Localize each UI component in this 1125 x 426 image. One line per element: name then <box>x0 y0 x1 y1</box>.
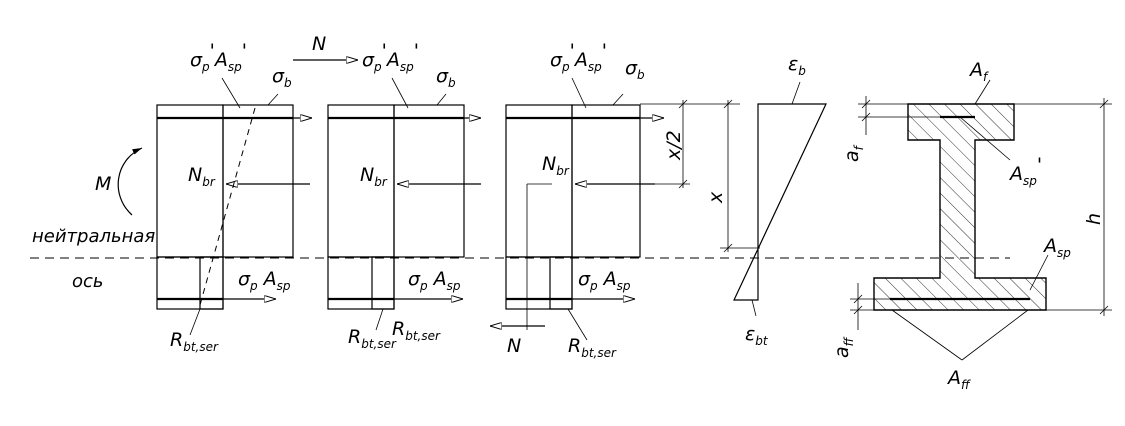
diagram-label: Asp' <box>1008 154 1042 188</box>
diagram-label: x/2 <box>663 130 685 161</box>
i-beam-outline <box>873 103 1047 311</box>
diagram-label: σp'Asp' <box>362 40 419 74</box>
tension-stress-block-3 <box>549 256 573 310</box>
moment-arrow <box>117 147 143 216</box>
diagram-label: εbt <box>745 323 769 348</box>
diagram-label: N <box>312 33 326 55</box>
tension-stress-block-2 <box>371 256 395 310</box>
diagram-label: σp'Asp' <box>550 40 607 74</box>
diagram-label: Nbr <box>188 164 216 189</box>
section-2 <box>293 60 481 331</box>
compression-stress-block-1 <box>222 104 294 258</box>
diagram-label: Nbr <box>360 164 388 189</box>
diagram-label: εb <box>788 53 806 78</box>
diagram-label: af <box>841 144 866 162</box>
diagram-label: Asp <box>1042 235 1071 260</box>
diagram-label: N <box>507 335 521 357</box>
diagram-label: Nbr <box>542 153 570 178</box>
diagram-label: σb <box>625 57 645 82</box>
diagram-label: h <box>1083 213 1105 225</box>
tension-stress-block-1 <box>199 256 224 310</box>
diagram-label: σb <box>436 65 456 90</box>
section-1 <box>117 77 312 336</box>
diagram-label: ось <box>72 271 104 292</box>
diagram-label: σp'Asp' <box>190 40 247 74</box>
diagram-label: aff <box>831 336 856 358</box>
i-beam-section <box>850 79 1112 361</box>
strain-diagram <box>733 81 827 317</box>
diagram-label: σb <box>272 65 292 90</box>
diagram-label: Rbt,ser <box>348 326 397 351</box>
diagram-label: Rbt,ser <box>392 318 441 343</box>
compression-stress-block-2 <box>393 104 465 258</box>
diagram-label: Rbt,ser <box>568 335 617 360</box>
diagram-label: Rbt,ser <box>170 329 219 354</box>
section-3 <box>490 77 760 341</box>
strain-profile <box>733 103 827 301</box>
diagram-label: M <box>95 173 111 195</box>
compression-stress-block-3 <box>571 104 641 258</box>
diagram-label: Aff <box>946 367 971 392</box>
diagram-label: нейтральная <box>32 226 155 247</box>
diagram-label: Af <box>968 59 989 84</box>
diagram-label: x <box>705 191 727 204</box>
